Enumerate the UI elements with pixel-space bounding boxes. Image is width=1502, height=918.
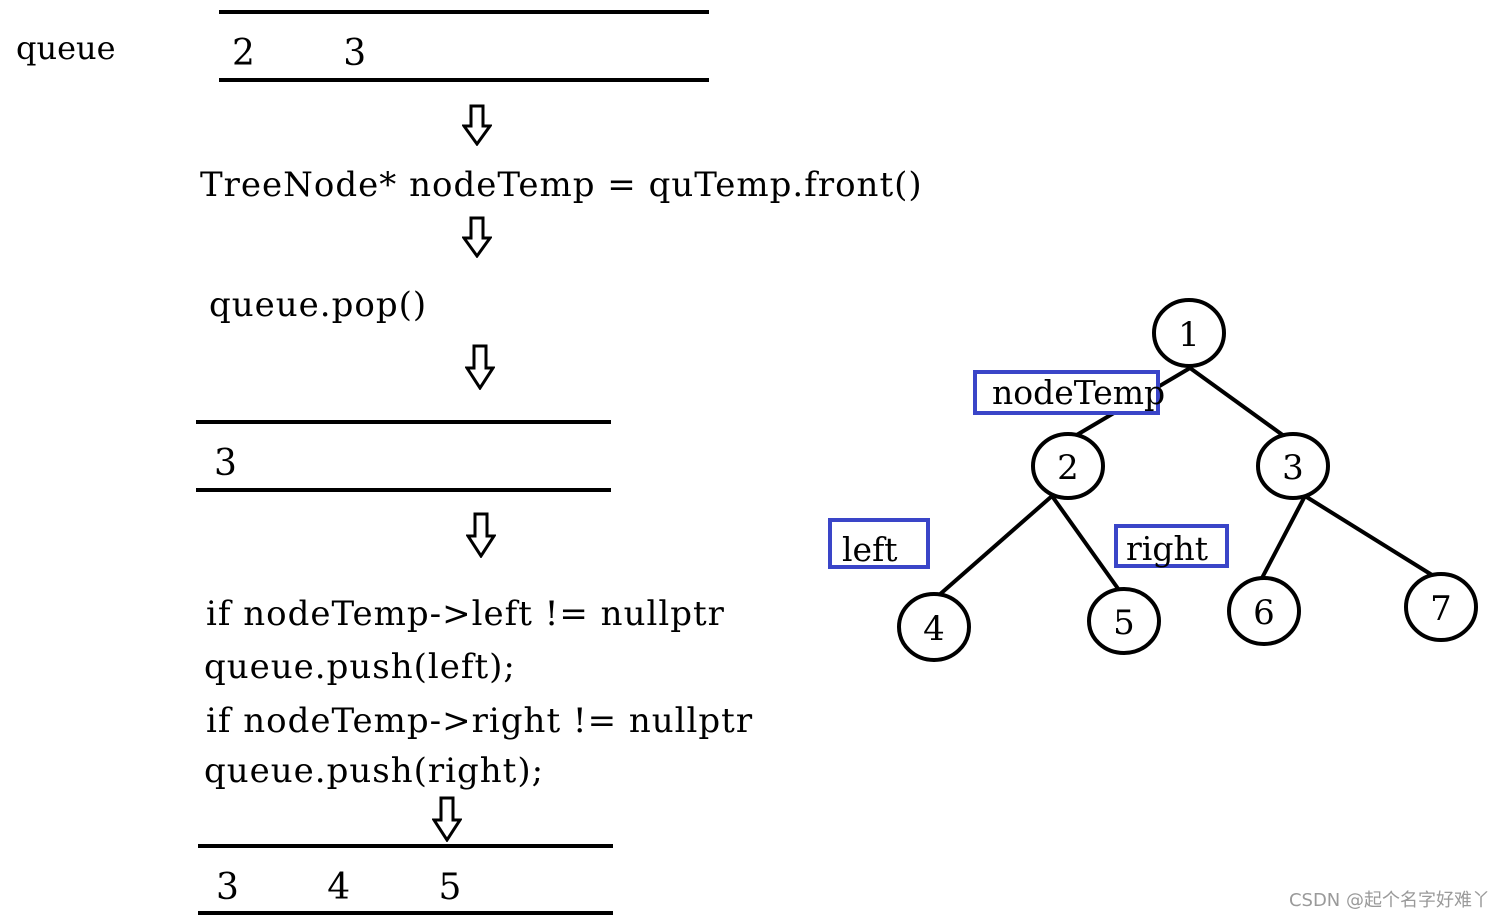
queue-top-border: [198, 844, 613, 848]
tree-node: 3: [1256, 432, 1330, 500]
pop-step-code: queue.pop(): [209, 285, 428, 325]
queue-top-border: [219, 10, 709, 14]
left-tag-text: left: [842, 530, 898, 569]
tree-edge: [1050, 494, 1121, 592]
right-tag-text: right: [1126, 529, 1208, 568]
tree-node: 2: [1031, 432, 1105, 500]
push-right-code: queue.push(right);: [204, 751, 545, 791]
node-temp-tag-text: nodeTemp: [992, 373, 1165, 412]
tree-node: 6: [1227, 576, 1301, 646]
tree-node: 4: [897, 592, 971, 662]
tree-node-label: 4: [923, 609, 945, 649]
tree-edge: [1303, 494, 1434, 577]
tree-edge: [936, 494, 1054, 598]
tree-node: 5: [1087, 587, 1161, 655]
queue-bottom-border: [196, 488, 611, 492]
down-arrow-icon: [462, 216, 492, 258]
down-arrow-icon: [432, 796, 462, 842]
queue-bottom-border: [198, 911, 613, 915]
tree-edge: [1260, 495, 1307, 579]
queue-values: 2 3: [232, 33, 367, 74]
if-right-code: if nodeTemp->right != nullptr: [206, 701, 754, 741]
queue-bottom-border: [219, 78, 709, 82]
down-arrow-icon: [462, 104, 492, 146]
watermark: CSDN @起个名字好难丫: [1288, 890, 1490, 911]
tree-node-label: 3: [1282, 448, 1304, 488]
node-temp-tag-box: [973, 370, 1160, 415]
tree-node: 1: [1152, 298, 1226, 368]
queue-top-border: [196, 420, 611, 424]
tree-node-label: 6: [1253, 593, 1275, 633]
tree-node-label: 5: [1113, 603, 1135, 643]
down-arrow-icon: [465, 344, 495, 390]
tree-node: 7: [1404, 572, 1478, 642]
queue-values: 3: [214, 443, 237, 484]
front-step-code: TreeNode* nodeTemp = quTemp.front(): [200, 165, 923, 205]
queue-label: queue: [16, 29, 116, 67]
push-left-code: queue.push(left);: [204, 647, 516, 687]
if-left-code: if nodeTemp->left != nullptr: [206, 594, 725, 634]
left-tag-box: [828, 518, 930, 569]
right-tag-box: [1114, 524, 1229, 568]
tree-node-label: 1: [1178, 315, 1200, 355]
tree-edge: [1188, 366, 1286, 438]
queue-values: 3 4 5: [216, 867, 462, 908]
tree-node-label: 2: [1057, 448, 1079, 488]
tree-node-label: 7: [1430, 589, 1452, 629]
down-arrow-icon: [466, 512, 496, 558]
